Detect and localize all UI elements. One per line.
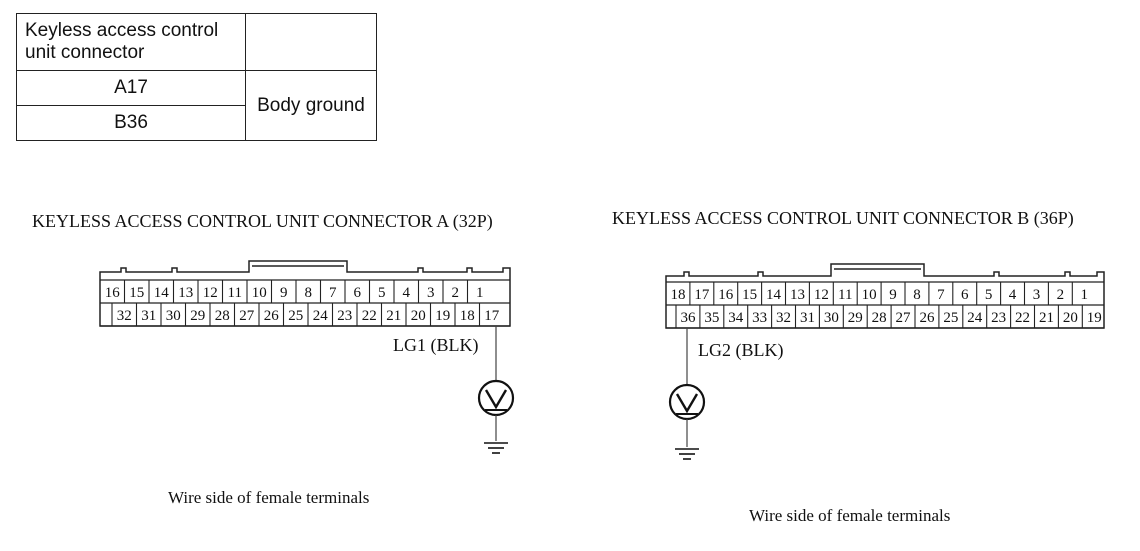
connector-a-pin-11: 11 [228,285,242,301]
connector-a-pin-24: 24 [313,308,329,324]
connector-b-pin-18: 18 [670,287,685,303]
connector-b-pin-14: 14 [766,287,782,303]
connector-a-pin-25: 25 [288,308,303,324]
connector-a-wire-label: LG1 (BLK) [393,335,478,356]
connector-b-pin-19: 19 [1087,310,1102,326]
table-pin-b36: B36 [16,105,246,141]
connector-a-pin-31: 31 [141,308,156,324]
connector-a-pin-19: 19 [435,308,450,324]
connector-b-pin-28: 28 [872,310,887,326]
connector-a-pin-4: 4 [403,285,411,301]
connector-b-pin-10: 10 [862,287,877,303]
connector-a-pin-10: 10 [252,285,267,301]
connector-a-caption: Wire side of female terminals [168,488,369,507]
connector-b-pin-32: 32 [776,310,791,326]
table-header-empty [245,13,377,71]
connector-a-pin-32: 32 [117,308,132,324]
connector-b-pin-23: 23 [991,310,1006,326]
connector-b-pin-13: 13 [790,287,805,303]
connector-b-pin-21: 21 [1039,310,1054,326]
connector-a-pin-20: 20 [411,308,426,324]
connector-a-pin-9: 9 [280,285,288,301]
connector-b-pin-31: 31 [800,310,815,326]
connector-b-pin-12: 12 [814,287,829,303]
connector-a-pin-5: 5 [378,285,386,301]
connector-b-pin-1: 1 [1081,287,1089,303]
connector-b-pin-34: 34 [728,310,744,326]
connector-b-pin-16: 16 [718,287,734,303]
connector-b-pin-35: 35 [704,310,719,326]
connector-b-pin-27: 27 [896,310,912,326]
voltmeter-a-icon [477,379,515,417]
connector-b-pin-22: 22 [1015,310,1030,326]
connector-a-pin-22: 22 [362,308,377,324]
connector-a-pin-14: 14 [154,285,170,301]
connector-b-pin-11: 11 [838,287,852,303]
connector-a-pin-7: 7 [329,285,337,301]
connector-a-pin-23: 23 [337,308,352,324]
connector-b-pin-4: 4 [1009,287,1017,303]
connector-a-pin-18: 18 [460,308,475,324]
voltmeter-b-icon [668,383,706,421]
connector-a: KEYLESS ACCESS CONTROL UNIT CONNECTOR A … [32,211,515,507]
connector-b-pin-24: 24 [967,310,983,326]
connector-a-pin-6: 6 [354,285,362,301]
connector-b-pin-17: 17 [694,287,710,303]
connector-b-pin-6: 6 [961,287,969,303]
connector-b-pin-7: 7 [937,287,945,303]
connector-b-pin-8: 8 [913,287,921,303]
connector-b-pin-2: 2 [1057,287,1065,303]
connector-b-pin-33: 33 [752,310,767,326]
connector-b-pin-26: 26 [919,310,935,326]
table-body-ground: Body ground [245,70,377,141]
connector-a-pin-15: 15 [129,285,144,301]
connector-a-pin-28: 28 [215,308,230,324]
ground-a-icon [484,442,508,454]
test-table: Keyless access control unit connector A1… [16,13,377,141]
connector-b-pin-36: 36 [680,310,696,326]
connector-a-pin-27: 27 [239,308,255,324]
connector-a-pin-13: 13 [178,285,193,301]
connector-a-pin-26: 26 [264,308,280,324]
connector-a-pin-17: 17 [484,308,500,324]
connector-b-pin-20: 20 [1063,310,1078,326]
connector-b-outline [665,263,1105,329]
connector-a-pin-12: 12 [203,285,218,301]
connector-a-pin-1: 1 [476,285,484,301]
ground-b-icon [675,448,699,460]
connector-b: KEYLESS ACCESS CONTROL UNIT CONNECTOR B … [612,208,1105,525]
connector-b-caption: Wire side of female terminals [749,506,950,525]
connector-a-pin-21: 21 [386,308,401,324]
connector-b-pin-15: 15 [742,287,757,303]
connector-a-pin-16: 16 [105,285,121,301]
connector-a-pin-2: 2 [452,285,460,301]
connector-b-pin-9: 9 [889,287,897,303]
table-header-connector: Keyless access control unit connector [16,13,246,71]
connector-b-title: KEYLESS ACCESS CONTROL UNIT CONNECTOR B … [612,208,1074,229]
connector-a-outline [99,260,511,327]
connector-b-pin-29: 29 [848,310,863,326]
connector-a-pin-3: 3 [427,285,435,301]
connector-a-pin-8: 8 [305,285,313,301]
connector-b-pin-30: 30 [824,310,839,326]
connector-b-pin-3: 3 [1033,287,1041,303]
connector-b-pin-25: 25 [943,310,958,326]
connector-a-pin-29: 29 [190,308,205,324]
connector-a-title: KEYLESS ACCESS CONTROL UNIT CONNECTOR A … [32,211,493,232]
connector-b-wire-label: LG2 (BLK) [698,340,783,361]
connector-a-pin-30: 30 [166,308,181,324]
connector-b-pin-5: 5 [985,287,993,303]
